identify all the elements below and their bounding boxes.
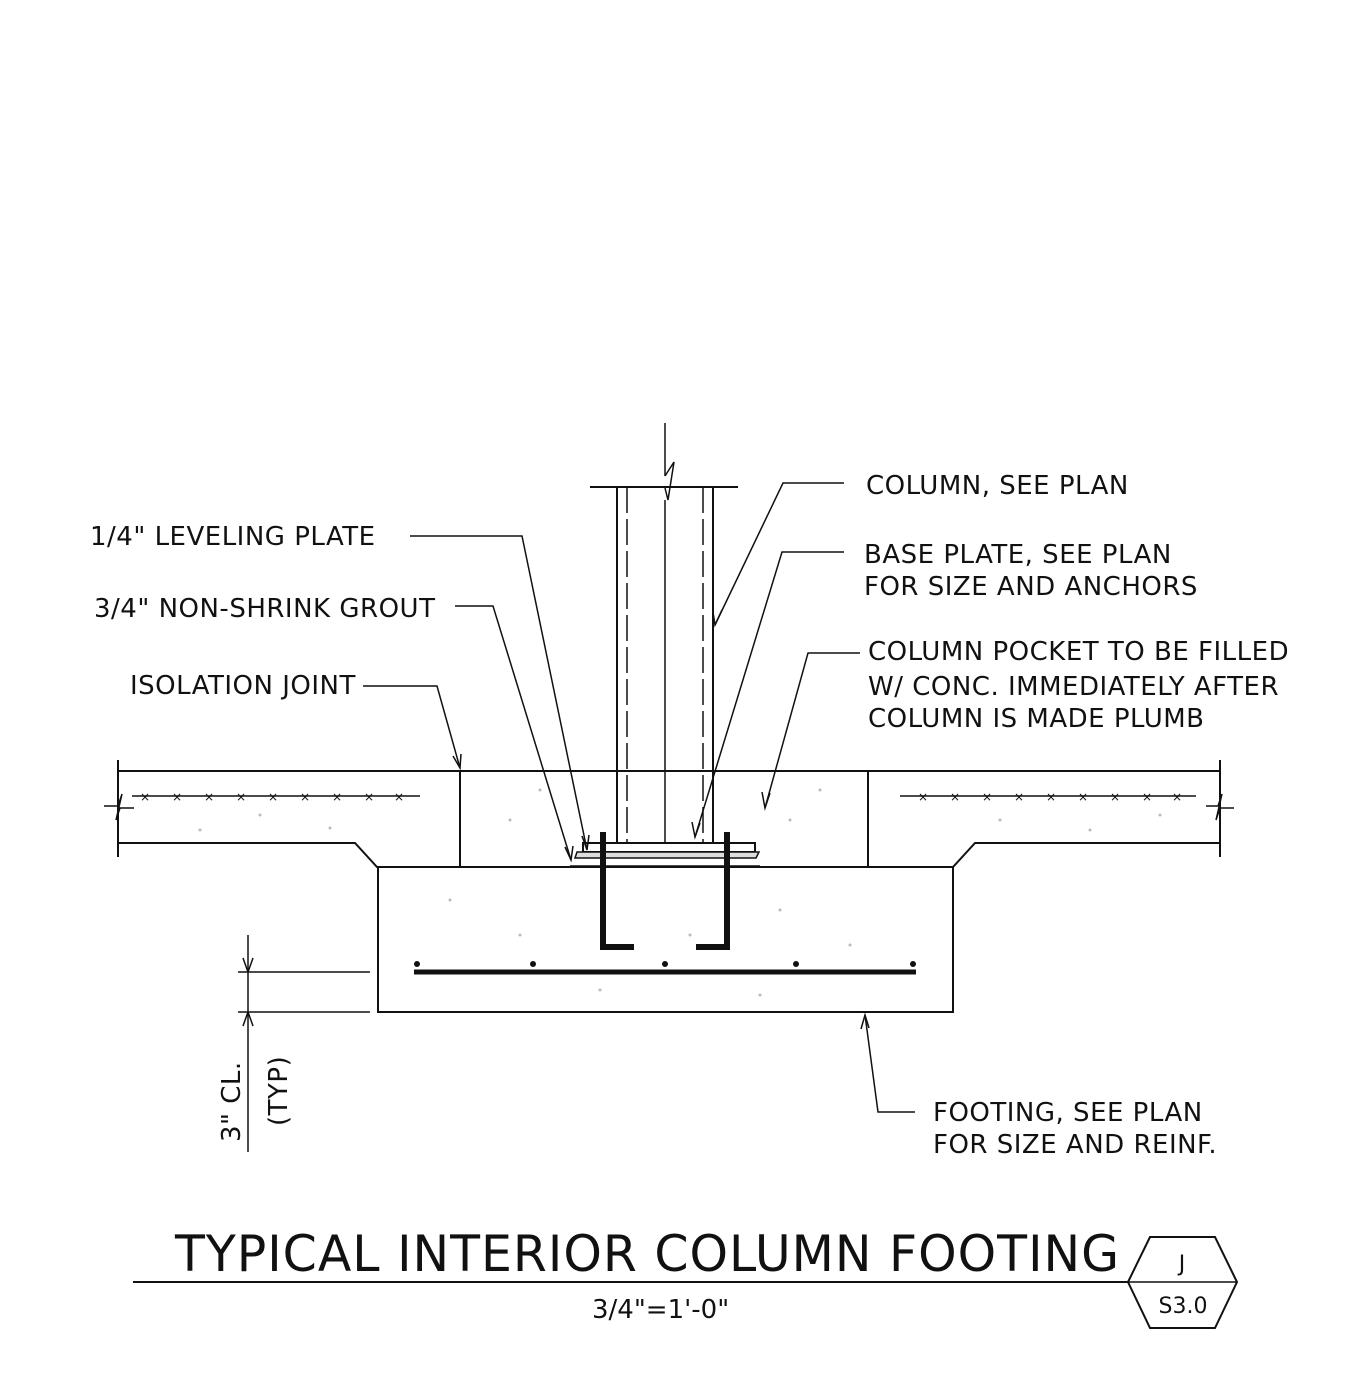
- svg-text:×: ×: [1110, 790, 1120, 804]
- footing: [377, 866, 954, 1013]
- svg-text:×: ×: [236, 790, 246, 804]
- label-pocket-1: COLUMN POCKET TO BE FILLED: [868, 637, 1289, 667]
- svg-text:×: ×: [364, 790, 374, 804]
- label-base-plate-1: BASE PLATE, SEE PLAN: [864, 540, 1172, 570]
- label-footing-2: FOR SIZE AND REINF.: [933, 1130, 1217, 1160]
- label-isolation-joint: ISOLATION JOINT: [130, 671, 356, 701]
- detail-title: TYPICAL INTERIOR COLUMN FOOTING: [174, 1225, 1120, 1283]
- leaders: [363, 482, 915, 1113]
- label-pocket-2: W/ CONC. IMMEDIATELY AFTER: [868, 672, 1279, 702]
- slab-right: [868, 760, 1234, 868]
- detail-scale: 3/4"=1'-0": [592, 1295, 729, 1325]
- detail-id: J: [1177, 1252, 1186, 1277]
- label-cover: 3" CL.: [217, 1061, 247, 1142]
- cover-dimension: [238, 935, 370, 1152]
- slab-right-rebar-marks: × × × × × × × × ×: [918, 790, 1182, 804]
- svg-text:×: ×: [332, 790, 342, 804]
- steel-column: [590, 423, 738, 843]
- label-grout: 3/4" NON-SHRINK GROUT: [94, 594, 435, 624]
- anchor-bolts: [600, 832, 730, 950]
- label-column: COLUMN, SEE PLAN: [866, 471, 1129, 501]
- label-footing-1: FOOTING, SEE PLAN: [933, 1098, 1203, 1128]
- label-leveling-plate: 1/4" LEVELING PLATE: [90, 522, 376, 552]
- label-cover-typ: (TYP): [264, 1056, 294, 1126]
- svg-text:×: ×: [300, 790, 310, 804]
- svg-text:×: ×: [950, 790, 960, 804]
- concrete-speckles: [198, 788, 1162, 997]
- svg-text:×: ×: [1046, 790, 1056, 804]
- svg-text:×: ×: [172, 790, 182, 804]
- column-pocket: [459, 770, 869, 867]
- sheet-number: S3.0: [1159, 1294, 1208, 1319]
- svg-text:×: ×: [982, 790, 992, 804]
- svg-text:×: ×: [1142, 790, 1152, 804]
- slab-left-rebar-marks: × × × × × × × × ×: [140, 790, 404, 804]
- svg-text:×: ×: [140, 790, 150, 804]
- svg-text:×: ×: [394, 790, 404, 804]
- slab-left: [104, 760, 460, 868]
- label-pocket-3: COLUMN IS MADE PLUMB: [868, 704, 1205, 734]
- svg-text:×: ×: [1014, 790, 1024, 804]
- svg-text:×: ×: [268, 790, 278, 804]
- svg-text:×: ×: [204, 790, 214, 804]
- svg-text:×: ×: [918, 790, 928, 804]
- svg-text:×: ×: [1078, 790, 1088, 804]
- detail-tag-hexagon: [1126, 1236, 1239, 1329]
- svg-text:×: ×: [1172, 790, 1182, 804]
- label-base-plate-2: FOR SIZE AND ANCHORS: [864, 572, 1198, 602]
- footing-rebar-dots: [414, 961, 916, 967]
- base-plate: [570, 842, 761, 867]
